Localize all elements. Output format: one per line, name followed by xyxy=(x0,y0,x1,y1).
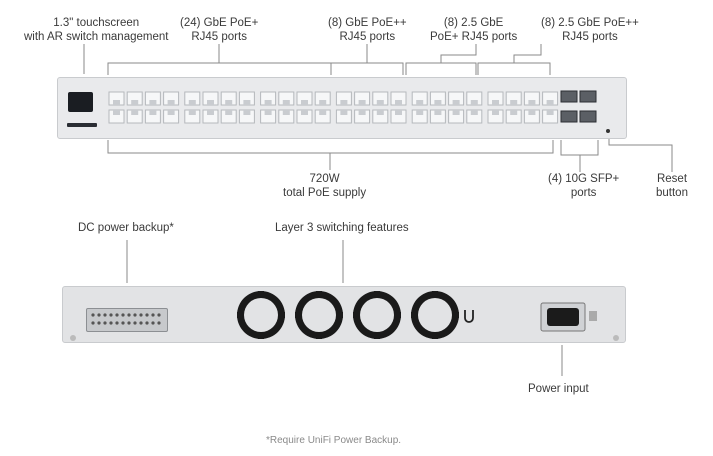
switch-rear-panel xyxy=(62,286,626,343)
unifi-logo-icon xyxy=(67,123,97,127)
power-input-socket xyxy=(540,302,597,332)
dc-backup-label: DC power backup* xyxy=(78,222,174,234)
ubiquiti-logo-icon xyxy=(464,310,474,323)
sfp-port xyxy=(560,110,578,123)
rear-details xyxy=(70,291,619,341)
layer3-label: Layer 3 switching features xyxy=(275,222,409,234)
sfp-port xyxy=(560,90,578,103)
footnote: *Require UniFi Power Backup. xyxy=(266,435,402,446)
sfp-label: (4) 10G SFP+ports xyxy=(548,173,620,199)
gbe-poepp-label: (8) GbE PoE++RJ45 ports xyxy=(328,17,407,43)
gbe-poe-label: (24) GbE PoE+RJ45 ports xyxy=(180,17,259,43)
sfp-port xyxy=(579,110,597,123)
touchscreen xyxy=(68,92,93,112)
reset-button xyxy=(606,129,610,133)
sfp-port xyxy=(579,90,597,103)
ge25-poepp-label: (8) 2.5 GbE PoE++RJ45 ports xyxy=(541,17,639,43)
dc-connector xyxy=(86,308,168,332)
power-input-label: Power input xyxy=(528,383,589,395)
switch-front-panel xyxy=(57,77,627,139)
rj45-port-grid xyxy=(108,90,610,133)
